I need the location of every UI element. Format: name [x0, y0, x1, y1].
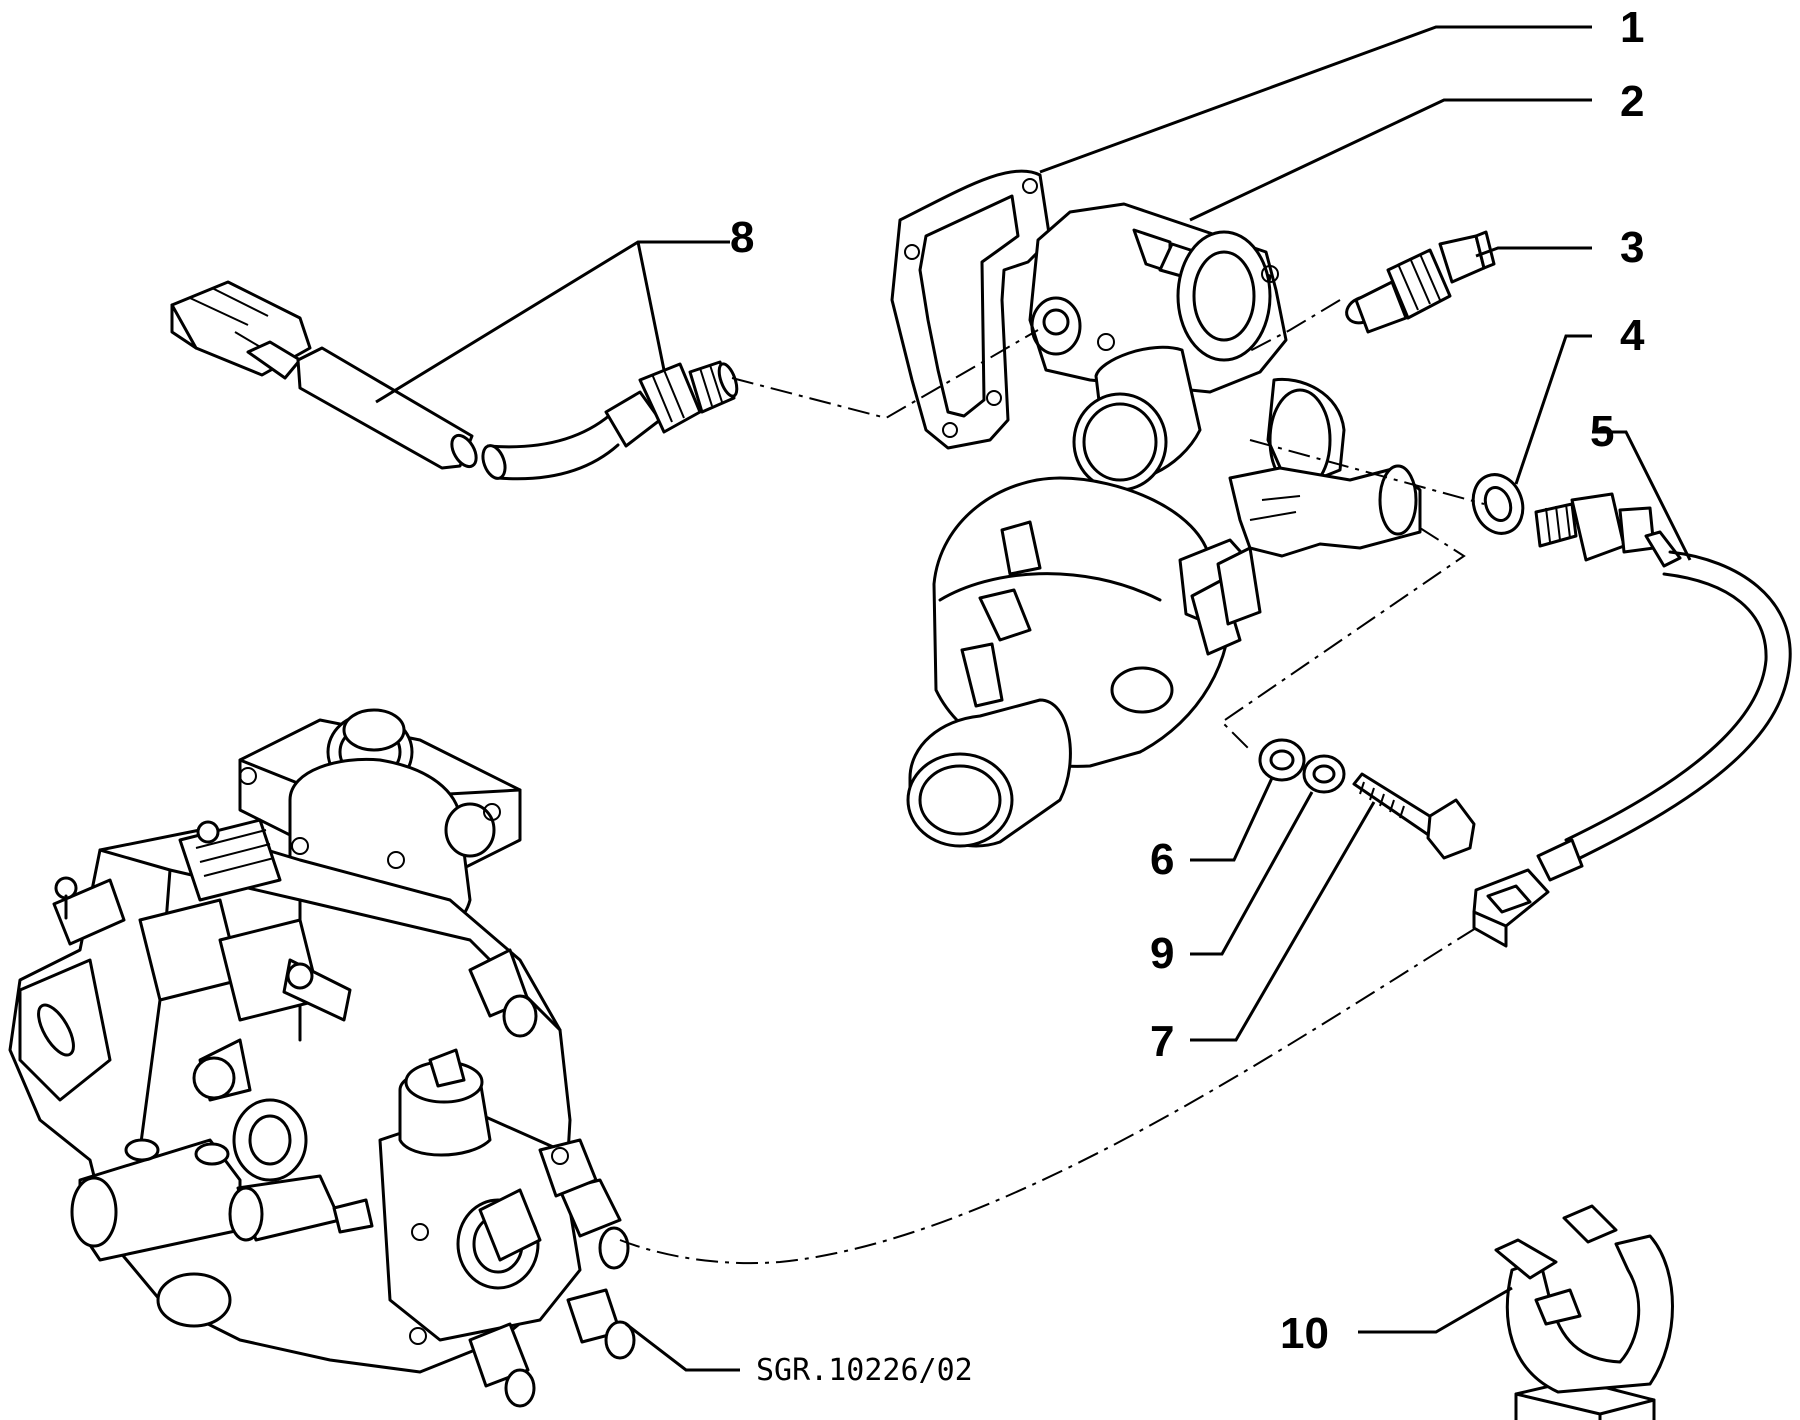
callout-9: 9: [1150, 929, 1174, 978]
part-4-washer: [1471, 473, 1525, 535]
callout-2: 2: [1620, 77, 1644, 126]
callout-5: 5: [1590, 407, 1614, 456]
callout-7: 7: [1150, 1017, 1174, 1066]
leader-7: [1190, 801, 1376, 1042]
callout-labels: 1 2 3 4 5 6 9 7 8 10 SGR.10226/02: [730, 3, 1645, 1388]
leader-9: [1190, 791, 1314, 956]
part-2-thermostat-housing: [906, 202, 1422, 848]
leader-1: [1039, 25, 1592, 174]
leader-5: [1592, 430, 1692, 561]
part-6-washer: [1258, 738, 1306, 782]
part-10-hose-clip: [1494, 1204, 1674, 1420]
part-3-temperature-switch: [1345, 230, 1496, 334]
leader-3: [1475, 246, 1592, 258]
leader-4: [1514, 334, 1592, 485]
callout-3: 3: [1620, 223, 1644, 272]
part-1-gasket: [890, 169, 1052, 450]
leader-8: [375, 240, 730, 404]
leader-6: [1190, 777, 1274, 862]
part-8-sensor-cable: [170, 280, 739, 481]
callout-6: 6: [1150, 835, 1174, 884]
drawing-reference-code: SGR.10226/02: [756, 1353, 973, 1388]
callout-8: 8: [730, 213, 754, 262]
leader-lines: [375, 25, 1692, 1372]
assembly-centerlines: [619, 299, 1485, 1265]
part-5-sender-cable: [1472, 492, 1792, 948]
callout-10: 10: [1280, 1309, 1329, 1358]
callout-4: 4: [1620, 311, 1645, 360]
part-9-washer: [1302, 754, 1346, 794]
part-7-bolt: [1352, 772, 1476, 860]
leader-10: [1358, 1286, 1513, 1334]
leader-2: [1189, 98, 1592, 222]
leader-ref: [625, 1322, 740, 1372]
injection-pump-assembly: [8, 708, 636, 1408]
callout-1: 1: [1620, 3, 1644, 52]
